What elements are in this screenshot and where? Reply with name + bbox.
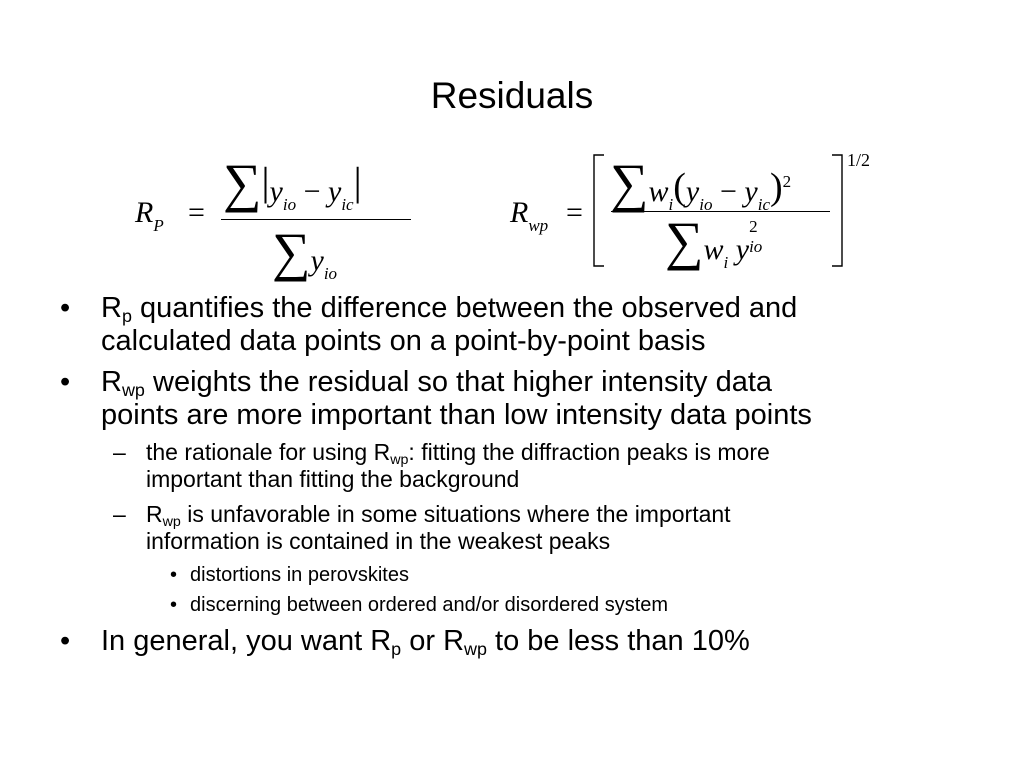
rwp-num-w-sub: i [668,195,674,214]
rp-num-y2-sub: ic [341,195,354,214]
rwp-left-bracket [593,154,604,267]
rwp-den-w: w [703,233,724,266]
bullet-text: calculated data points on a point-by-poi… [101,325,706,357]
rwp-fraction-line [611,211,830,213]
bullet-subscript: wp [121,380,145,401]
bullet-text: points are more important than low inten… [101,399,812,431]
rwp-right-bracket [832,154,843,267]
dash-marker: – [113,439,126,465]
rwp-lhs-symbol: R [510,196,529,229]
bullet-subscript: p [121,306,132,327]
rp-den-y-sub: io [323,264,338,283]
rwp-num-y2-sub: ic [757,195,770,214]
rp-num-sum-symbol: ∑ [223,153,262,213]
rp-numerator: ∑|yio − yic| [223,153,362,214]
rwp-num-square: 2 [782,172,792,191]
rwp-num-sum-symbol: ∑ [610,153,649,213]
bullet-text: important than fitting the background [146,466,520,492]
slide-title: Residuals [430,75,594,116]
rp-den-y: y [310,244,324,277]
rp-denominator: ∑yio [272,225,337,284]
bullet-text: distortions in perovskites [190,564,409,586]
bullet-text: : fitting the diffraction peaks is more [408,439,770,465]
rwp-numerator: ∑wi(yio − yic)2 [610,153,792,214]
bullet-subscript: wp [390,451,409,468]
rwp-num-w: w [648,175,669,208]
bullet-text: In general, you want R [101,625,392,657]
rp-den-sum-symbol: ∑ [272,222,311,282]
bullet-text: R [101,366,122,398]
bullet-subscript: wp [464,639,487,660]
bullet-marker: • [60,366,71,398]
bullet-text: R [101,292,122,324]
rp-equals: = [188,196,205,229]
bullet-text: information is contained in the weakest … [146,528,611,554]
rp-lhs-sub: P [153,216,164,235]
bullet-text: the rationale for using R [146,439,391,465]
bullet-text: to be less than 10% [487,625,750,657]
rwp-lhs-sub: wp [528,216,549,235]
rwp-den-w-sub: i [723,253,729,272]
bullet-text: weights the residual so that higher inte… [144,366,773,398]
bullet-text: quantifies the difference between the ob… [131,292,798,324]
rp-fraction-line [221,219,411,221]
dash-marker: – [113,501,126,527]
rp-num-y2: y [328,175,342,208]
bullet-text: or R [401,625,465,657]
rwp-equals: = [566,196,583,229]
bullet-text: R [146,501,163,527]
rwp-power: 1/2 [847,150,871,170]
rwp-den-y-sub: io [749,237,763,256]
rp-num-y1-sub: io [282,195,297,214]
bullet-subscript: p [391,639,402,660]
rwp-den-y: y [735,233,750,266]
rp-num-y1: y [269,175,283,208]
rwp-num-y1: y [685,175,700,208]
rwp-den-sum-symbol: ∑ [665,211,704,271]
bullet-text: is unfavorable in some situations where … [180,501,731,527]
rwp-num-y1-sub: io [699,195,713,214]
bullet-marker: • [170,564,178,586]
bullet-text: discerning between ordered and/or disord… [190,594,669,616]
bullet-marker: • [60,292,71,324]
rwp-num-y2: y [744,175,758,208]
rp-lhs-symbol: R [135,196,154,229]
bullet-subscript: wp [162,513,181,530]
bullet-marker: • [170,594,178,616]
rp-num-minus: − [303,175,321,208]
bullet-marker: • [60,625,71,657]
rwp-den-square: 2 [749,217,758,236]
rwp-num-minus: − [719,175,737,208]
